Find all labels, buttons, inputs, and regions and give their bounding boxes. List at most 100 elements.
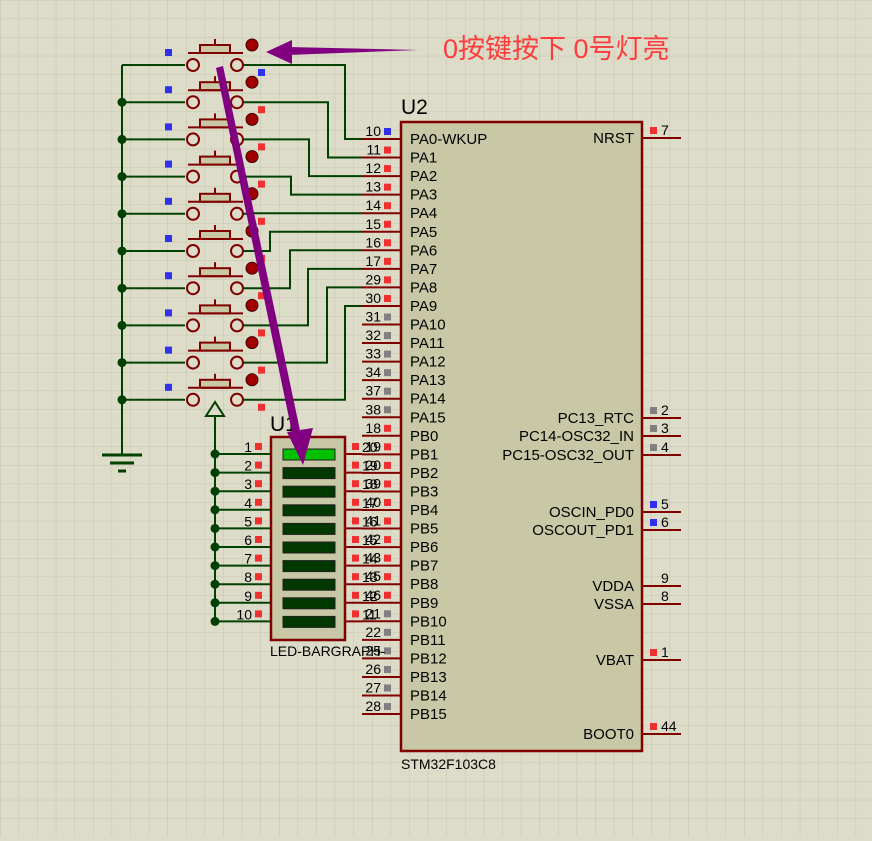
mcu-pin-state (384, 499, 391, 506)
bargraph-pin-state (352, 517, 359, 525)
mcu-pin-name: PA7 (410, 261, 437, 278)
bargraph-pin-state (352, 554, 359, 562)
mcu-pin-number: 41 (365, 513, 381, 529)
mcu-pin-state (650, 723, 657, 730)
mcu-ref-label: U2 (401, 96, 428, 119)
button-signal-wire (243, 175, 362, 196)
mcu-pin-name: PC13_RTC (558, 410, 635, 427)
junction-dot (210, 449, 220, 459)
button-terminal (230, 318, 244, 333)
button-cap (199, 267, 231, 278)
mcu-pin-number: 3 (661, 420, 669, 436)
button-cap (199, 378, 231, 389)
mcu-pin-number: 9 (661, 570, 669, 586)
mcu-pin-state (384, 554, 391, 562)
mcu-pin-number: 25 (365, 642, 381, 658)
bargraph-pin-number: 7 (244, 551, 252, 567)
led-segment (282, 448, 336, 461)
mcu-pin-number: 46 (365, 587, 381, 603)
button-terminal (186, 318, 200, 333)
mcu-pin-name: PA2 (410, 168, 437, 185)
mcu-pin-name: PA15 (410, 409, 446, 426)
mcu-pin-name: PB4 (410, 502, 438, 519)
junction-dot (117, 283, 127, 293)
junction-dot (210, 486, 220, 496)
button-pin-state (258, 69, 265, 76)
mcu-pin-number: 6 (661, 514, 669, 530)
button-signal-wire (243, 304, 362, 401)
mcu-pin-number: 19 (365, 438, 381, 454)
mcu-pin-name: PA11 (410, 335, 444, 352)
mcu-pin-name: PB7 (410, 558, 438, 575)
mcu-pin-number: 38 (365, 401, 381, 417)
mcu-pin-name: PB6 (410, 539, 438, 556)
button-cap (199, 155, 231, 166)
mcu-pin-number: 37 (365, 383, 381, 399)
junction-dot (210, 542, 220, 552)
led-segment (282, 541, 336, 554)
led-segment (282, 615, 336, 628)
button-terminal (186, 244, 200, 258)
button-signal-wire (243, 101, 362, 159)
mcu-pin-state (650, 519, 657, 526)
mcu-pin-number: 43 (365, 550, 381, 566)
mcu-pin-name: PB14 (410, 688, 447, 705)
button-signal-wire (243, 138, 362, 178)
bargraph-pin-number: 20 (362, 439, 378, 455)
bargraph-pin-state (352, 498, 359, 506)
mcu-pin-number: 11 (366, 142, 381, 158)
button-actuator (245, 261, 259, 275)
mcu-body (399, 120, 644, 753)
mcu-pin-number: 30 (365, 290, 381, 306)
button-actuator (245, 298, 259, 312)
mcu-pin-name: PB9 (410, 595, 438, 612)
bargraph-pin-number: 13 (362, 569, 378, 585)
mcu-pin-number: 13 (365, 179, 381, 195)
mcu-pin-state (384, 480, 391, 488)
led-segment (282, 522, 336, 535)
mcu-pin-state (384, 647, 391, 655)
mcu-pin-state (384, 517, 391, 525)
annotation-arrow-shaft (288, 47, 418, 55)
button-cap (199, 304, 231, 315)
mcu-pin-number: 12 (365, 160, 381, 176)
bargraph-pin-state (352, 536, 359, 543)
mcu-pin-number: 7 (661, 122, 669, 138)
mcu-pin-name: PA4 (410, 205, 437, 222)
annotation-text: 0按键按下 0号灯亮 (443, 34, 670, 64)
annotation: 0按键按下 0号灯亮 (216, 34, 670, 465)
mcu-pin-number: 42 (365, 531, 381, 547)
mcu-pin-name: PB10 (410, 613, 447, 630)
button-terminal (186, 132, 200, 147)
mcu-pin-state (384, 610, 391, 618)
bargraph-pin-state (255, 536, 262, 543)
mcu-pin-name: PA5 (410, 224, 437, 241)
mcu-pin-state (384, 684, 391, 692)
bargraph-pin-number: 10 (236, 606, 252, 622)
bargraph-pin-number: 2 (244, 458, 252, 474)
mcu-pin-number: 31 (365, 309, 381, 325)
bargraph-pin-number: 19 (362, 458, 378, 474)
button-pin-state (165, 160, 172, 168)
led-segment (282, 504, 336, 517)
button-terminal (230, 244, 244, 258)
mcu-pin-state (384, 313, 391, 321)
button-terminal (186, 169, 200, 184)
mcu-pin-state (384, 239, 391, 247)
button-pin-state (165, 235, 172, 242)
led-segment (282, 560, 336, 573)
bargraph-pin-number: 12 (362, 588, 378, 604)
button-terminal (186, 355, 200, 370)
mcu-pin-number: 44 (661, 718, 677, 734)
button-signal-wire (243, 212, 362, 215)
button-terminal (230, 206, 244, 221)
bargraph-pin-number: 1 (244, 439, 252, 455)
annotation-arrow-shaft (216, 66, 302, 442)
button-terminal (230, 281, 244, 296)
mcu-pin-name: PA1 (410, 150, 437, 167)
bargraph-pin-number: 15 (362, 532, 378, 548)
mcu-pin-name: VDDA (592, 578, 634, 595)
